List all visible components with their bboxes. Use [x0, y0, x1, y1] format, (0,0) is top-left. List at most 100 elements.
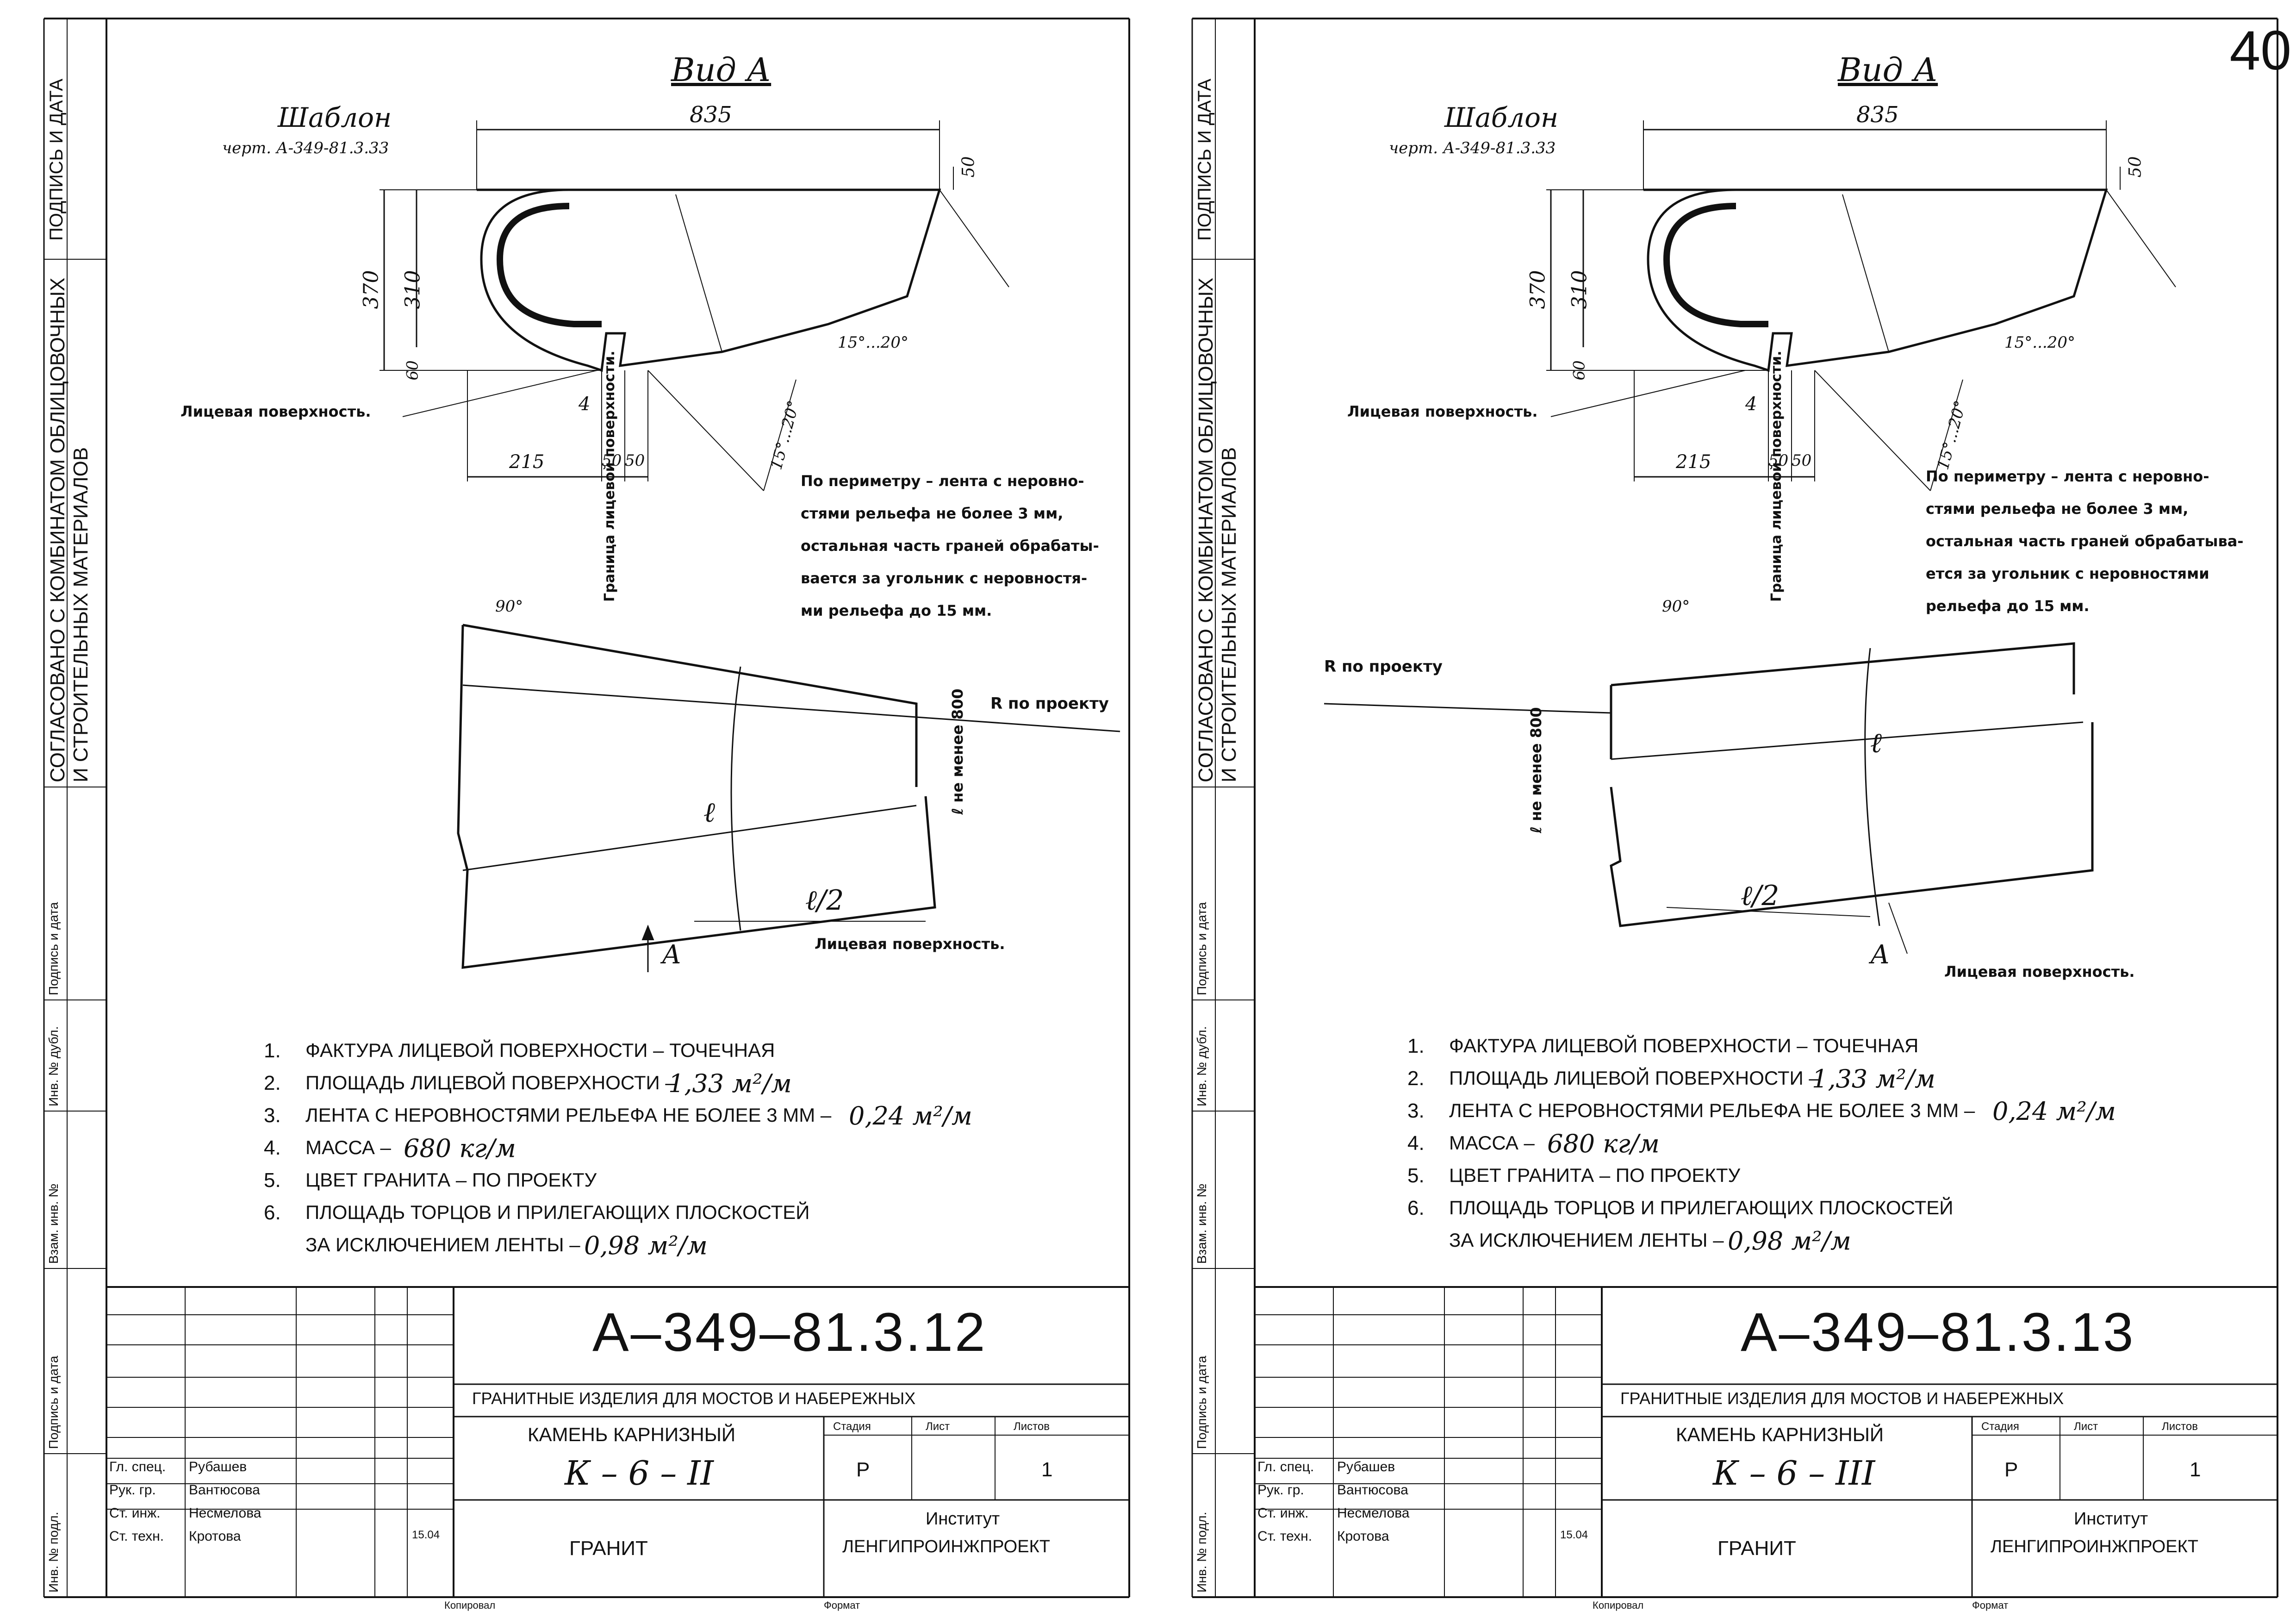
dim-310-label: 310 [401, 270, 425, 309]
stamp-role: Гл. спец. [109, 1459, 166, 1474]
angle-1-label: 15°...20° [838, 333, 908, 352]
perimeter-note-line: По периметру – лента с неровно- [801, 472, 1084, 490]
drawing-series: ГРАНИТНЫЕ ИЗДЕЛИЯ ДЛЯ МОСТОВ И НАБЕРЕЖНЫ… [472, 1389, 916, 1408]
dim-50b-label: 50 [625, 451, 645, 470]
leader-line [939, 189, 1009, 287]
face-boundary-label: Граница лицевой поверхности. [602, 350, 618, 602]
stamp-date: 15.04 [412, 1529, 440, 1541]
perimeter-note-line: ется за угольник с неровностями [1926, 565, 2209, 582]
spec-item-text: ФАКТУРА ЛИЦЕВОЙ ПОВЕРХНОСТИ – ТОЧЕЧНАЯ [1449, 1035, 1919, 1056]
product-mark: К – 6 – III [1713, 1454, 1875, 1493]
dim-370-label: 370 [359, 270, 383, 309]
face-boundary-label: Граница лицевой поверхности. [1768, 350, 1785, 602]
leader-line [647, 370, 764, 491]
spec-item-text: ЦВЕТ ГРАНИТА – ПО ПРОЕКТУ [1449, 1164, 1741, 1186]
perimeter-note-line: ми рельефа до 15 мм. [801, 602, 992, 619]
sheet-number-label: 40 [2229, 19, 2291, 81]
spec-item-number: 6. [1407, 1197, 1425, 1219]
b-half-label: ℓ/2 [1741, 880, 1780, 912]
dim-835-label: 835 [690, 102, 732, 128]
spec-item-value: 0,98 м²/м [1728, 1226, 1851, 1255]
side-label-inv-dubl: Инв. № дубл. [46, 1026, 61, 1106]
centerline-arc [730, 666, 741, 931]
spec-item-value: 680 кг/м [1547, 1129, 1660, 1158]
leader-line [2106, 189, 2176, 287]
spec-item-number: 2. [264, 1072, 281, 1094]
leader-line [763, 379, 796, 491]
spec-item-text: МАССА – [305, 1137, 391, 1158]
leader-line [1930, 379, 1963, 491]
product-name: КАМЕНЬ КАРНИЗНЫЙ [1676, 1424, 1884, 1445]
dim-50-label: 50 [959, 156, 978, 178]
spec-item-text: ФАКТУРА ЛИЦЕВОЙ ПОВЕРХНОСТИ – ТОЧЕЧНАЯ [305, 1039, 775, 1061]
dim-215-label: 215 [509, 451, 545, 473]
side-label-signature-date-2: Подпись и дата [46, 1355, 61, 1449]
view-arrow-label: А [662, 940, 682, 970]
stamp-person: Несмелова [189, 1505, 261, 1521]
spec-item-text: ЗА ИСКЛЮЧЕНИЕМ ЛЕНТЫ – [1449, 1229, 1724, 1251]
dim-4-label: 4 [1745, 394, 1757, 415]
side-label-inv-dubl: Инв. № дубл. [1195, 1026, 1209, 1106]
plan-break [462, 805, 917, 871]
dim-60-label: 60 [403, 360, 422, 381]
length-label: ℓ не менее 800 [1527, 707, 1545, 834]
perimeter-note-line: вается за угольник с неровностя- [801, 569, 1088, 587]
stamp-stage-header: Стадия [833, 1420, 871, 1433]
side-label-inv-podl: Инв. № подл. [46, 1512, 61, 1593]
stamp-person: Рубашев [1337, 1459, 1395, 1474]
institute-label-2: ЛЕНГИПРОИНЖПРОЕКТ [842, 1537, 1050, 1556]
drawing-series: ГРАНИТНЫЕ ИЗДЕЛИЯ ДЛЯ МОСТОВ И НАБЕРЕЖНЫ… [1620, 1389, 2064, 1408]
stamp-date: 15.04 [1560, 1529, 1588, 1541]
spec-item-text: ПЛОЩАДЬ ТОРЦОВ И ПРИЛЕГАЮЩИХ ПЛОСКОСТЕЙ [1449, 1197, 1954, 1218]
b-half-label: ℓ/2 [805, 884, 844, 917]
perimeter-note-line: рельефа до 15 мм. [1926, 597, 2090, 615]
face-surface-label-1: Лицевая поверхность. [180, 403, 371, 420]
side-label-vzam-inv: Взам. инв. № [1195, 1183, 1209, 1264]
side-label-signature-date: ПОДПИСЬ И ДАТА [46, 78, 67, 241]
spec-item-value: 1,33 м²/м [668, 1069, 792, 1098]
material-label: ГРАНИТ [569, 1537, 648, 1560]
leader-line [675, 194, 722, 352]
stamp-sheets-header: Листов [1014, 1420, 1050, 1433]
stamp-sheet-header: Лист [926, 1420, 950, 1433]
spec-item-text: МАССА – [1449, 1132, 1535, 1154]
view-title: Вид А [1838, 51, 1938, 89]
leader-line [1550, 370, 1746, 417]
spec-item-number: 4. [264, 1137, 281, 1159]
stamp-sheets-header: Листов [2162, 1420, 2198, 1433]
spec-item-value: 680 кг/м [404, 1134, 516, 1163]
spec-item-number: 1. [264, 1039, 281, 1062]
drawing-linework [1191, 18, 2278, 1598]
stamp-format-label: Формат [1972, 1599, 2009, 1611]
stamp-format-label: Формат [824, 1599, 860, 1611]
side-label-signature-date: ПОДПИСЬ И ДАТА [1195, 78, 1215, 241]
side-label-vzam-inv: Взам. инв. № [46, 1183, 61, 1264]
stamp-sheets-value: 1 [2190, 1458, 2201, 1481]
spec-item-text: ПЛОЩАДЬ ЛИЦЕВОЙ ПОВЕРХНОСТИ – [305, 1072, 676, 1093]
material-label: ГРАНИТ [1717, 1537, 1796, 1560]
perimeter-note-line: стями рельефа не более 3 мм, [801, 505, 1064, 522]
spec-item-text: ЦВЕТ ГРАНИТА – ПО ПРОЕКТУ [305, 1169, 597, 1191]
radius-line [1324, 703, 1612, 714]
stamp-role: Ст. инж. [1257, 1505, 1309, 1521]
institute-label-2: ЛЕНГИПРОИНЖПРОЕКТ [1991, 1537, 2198, 1556]
stamp-stage-header: Стадия [1981, 1420, 2019, 1433]
stamp-person: Кротова [1337, 1529, 1389, 1544]
leader-line [1842, 194, 1889, 352]
template-label: Шаблон [278, 102, 392, 133]
stamp-person: Кротова [189, 1529, 241, 1544]
length-label: ℓ не менее 800 [949, 688, 966, 815]
template-face-band [1663, 203, 1768, 327]
dim-50b-label: 50 [1792, 451, 1812, 470]
drawing-code: А–349–81.3.12 [592, 1302, 987, 1363]
view-arrow-label: А [1870, 940, 1890, 970]
spec-item-text: ЗА ИСКЛЮЧЕНИЕМ ЛЕНТЫ – [305, 1234, 580, 1255]
side-label-agreed-2: И СТРОИТЕЛЬНЫХ МАТЕРИАЛОВ [69, 447, 92, 782]
dim-60-label: 60 [1570, 360, 1589, 381]
spec-item-value: 0,24 м²/м [1992, 1097, 2116, 1126]
dim-835-label: 835 [1856, 102, 1899, 128]
centerline-arc [1864, 648, 1880, 926]
radius-label: R по проекту [990, 694, 1109, 713]
